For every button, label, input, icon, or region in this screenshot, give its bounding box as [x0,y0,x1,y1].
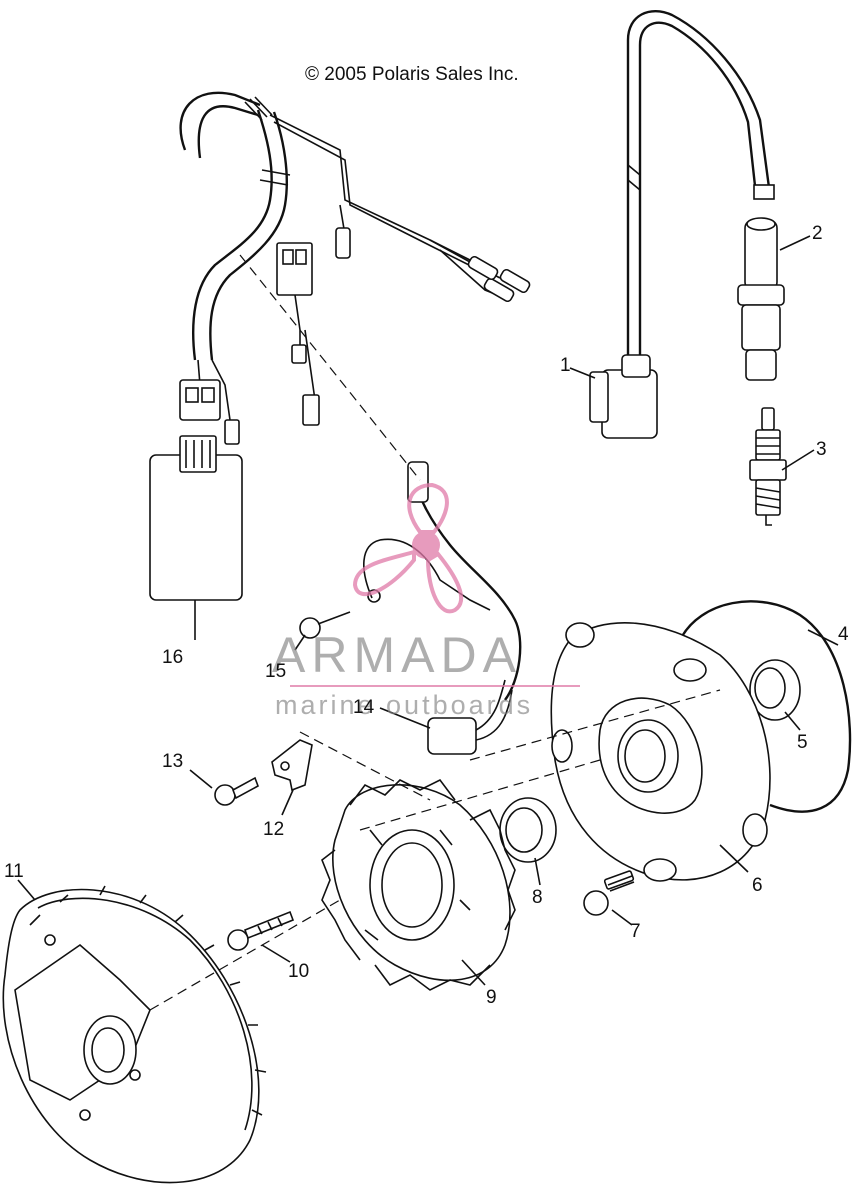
assembly-line [149,899,341,1011]
part-5-seal [749,659,801,731]
part-12-bracket [271,739,313,816]
callout-1: 1 [560,355,571,376]
part-3-spark-plug [749,407,815,526]
part-4-o-ring [678,600,852,813]
callout-7: 7 [630,921,641,942]
part-14-pickup [379,679,513,755]
part-13-screw [189,769,259,806]
part-2-plug-cap [737,217,811,381]
callout-16: 16 [162,647,184,668]
assembly-line [299,731,431,801]
callout-9: 9 [486,987,497,1008]
assembly-line [359,759,601,831]
watermark-propeller-icon [290,482,580,687]
watermark-tagline: marine outboards [275,690,534,720]
callout-13: 13 [162,751,184,772]
callout-14: 14 [353,697,375,718]
callout-8: 8 [532,887,543,908]
part-7-bolt [583,870,635,926]
callout-3: 3 [816,439,827,460]
callout-10: 10 [288,961,310,982]
watermark-brand: ARMADA [272,627,522,683]
callout-4: 4 [838,624,849,645]
part-9-stator [321,778,516,991]
part-11-flywheel [2,879,267,1184]
callout-6: 6 [752,875,763,896]
callout-11: 11 [4,861,24,882]
part-16-cdi-harness [149,91,531,640]
assembly-line [239,254,421,481]
callout-15: 15 [265,661,287,682]
callout-5: 5 [797,732,808,753]
copyright-notice: © 2005 Polaris Sales Inc. [305,64,519,85]
part-6-stator-plate [550,622,771,882]
part-1-ignition-coil [569,10,775,439]
callout-12: 12 [263,819,285,840]
part-8-seal [499,797,557,886]
callout-2: 2 [812,223,823,244]
part-10-bolt [227,910,295,963]
assembly-line [469,689,721,761]
